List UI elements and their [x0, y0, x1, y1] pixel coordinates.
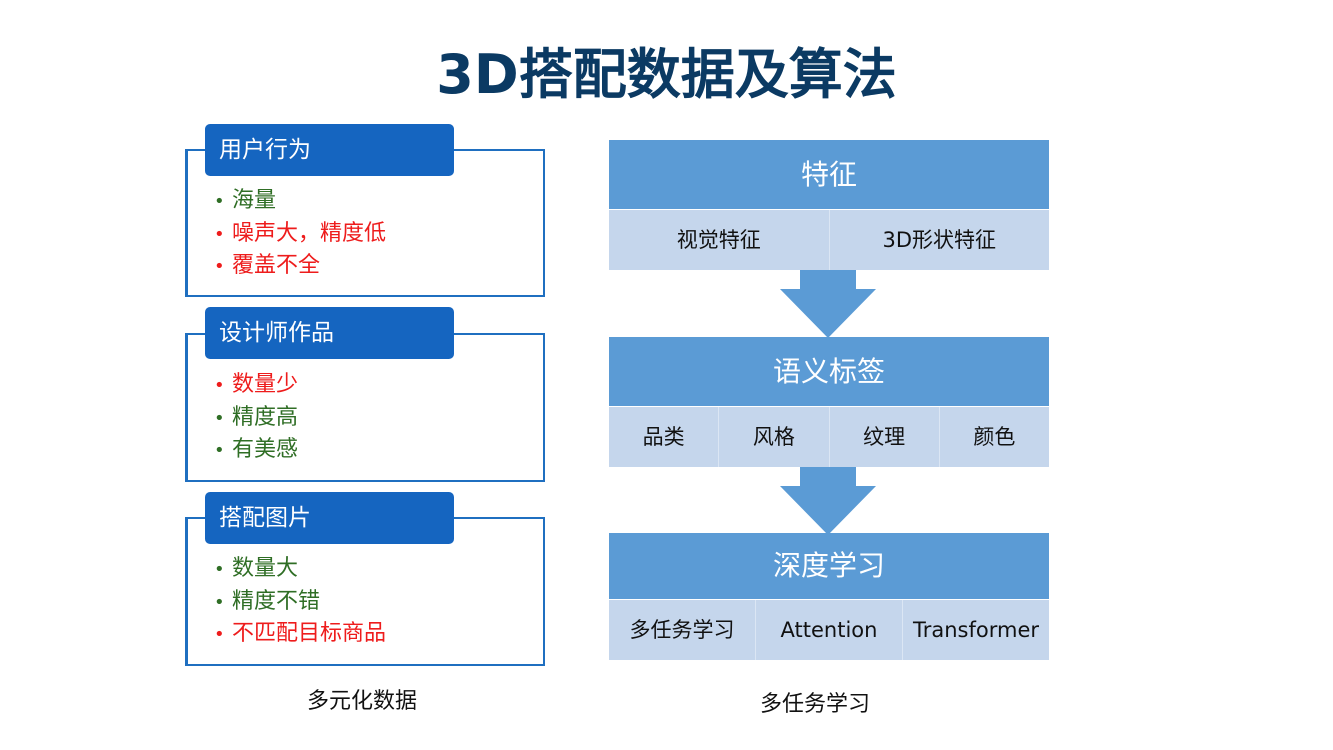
down-arrow-icon [780, 270, 876, 338]
bullet-dot-icon: • [214, 624, 225, 645]
panel-header-user-behavior: 用户行为 [205, 124, 454, 176]
bullet-list-outfit-images: •数量大 •精度不错 •不匹配目标商品 [214, 553, 386, 651]
cell-texture: 纹理 [828, 407, 939, 467]
bullet-item: •不匹配目标商品 [214, 618, 386, 651]
bullet-item: •数量少 [214, 369, 298, 402]
bullet-item: •有美感 [214, 434, 298, 467]
right-caption: 多任务学习 [760, 692, 871, 717]
block-header-semantic-tags: 语义标签 [609, 337, 1049, 406]
block-row-semantic-tags: 品类 风格 纹理 颜色 [609, 406, 1049, 467]
block-deep-learning: 深度学习 多任务学习 Attention Transformer [609, 533, 1049, 660]
block-header-features: 特征 [609, 140, 1049, 209]
bullet-item: •覆盖不全 [214, 250, 386, 283]
down-arrow-icon [780, 467, 876, 535]
panel-header-outfit-images: 搭配图片 [205, 492, 454, 544]
block-row-deep-learning: 多任务学习 Attention Transformer [609, 599, 1049, 660]
bullet-item: •精度高 [214, 402, 298, 435]
cell-transformer: Transformer [902, 600, 1049, 660]
bullet-dot-icon: • [214, 223, 225, 245]
bullet-item: •数量大 [214, 553, 386, 586]
block-header-deep-learning: 深度学习 [609, 533, 1049, 599]
left-caption: 多元化数据 [307, 689, 418, 714]
cell-category: 品类 [642, 425, 685, 449]
bullet-list-user-behavior: •海量 •噪声大，精度低 •覆盖不全 [214, 185, 386, 283]
block-features: 特征 视觉特征 3D形状特征 [609, 140, 1049, 270]
panel-header-designer-works: 设计师作品 [205, 307, 454, 359]
bullet-item: •精度不错 [214, 586, 386, 619]
block-row-features: 视觉特征 3D形状特征 [609, 209, 1049, 270]
bullet-dot-icon: • [214, 375, 225, 396]
cell-multitask-learning: 多任务学习 [629, 618, 735, 642]
cell-3d-shape-features: 3D形状特征 [828, 210, 1050, 270]
cell-color: 颜色 [938, 407, 1049, 467]
cell-style: 风格 [718, 407, 828, 467]
bullet-item: •海量 [214, 185, 386, 218]
bullet-dot-icon: • [214, 591, 225, 613]
bullet-dot-icon: • [214, 440, 225, 461]
bullet-list-designer-works: •数量少 •精度高 •有美感 [214, 369, 298, 467]
block-semantic-tags: 语义标签 品类 风格 纹理 颜色 [609, 337, 1049, 467]
bullet-dot-icon: • [214, 559, 225, 580]
bullet-dot-icon: • [214, 191, 225, 212]
bullet-item: •噪声大，精度低 [214, 218, 386, 251]
page-title: 3D搭配数据及算法 [436, 43, 897, 106]
cell-visual-features: 视觉特征 [676, 228, 761, 252]
bullet-dot-icon: • [214, 407, 225, 429]
cell-attention: Attention [755, 600, 902, 660]
bullet-dot-icon: • [214, 256, 225, 277]
